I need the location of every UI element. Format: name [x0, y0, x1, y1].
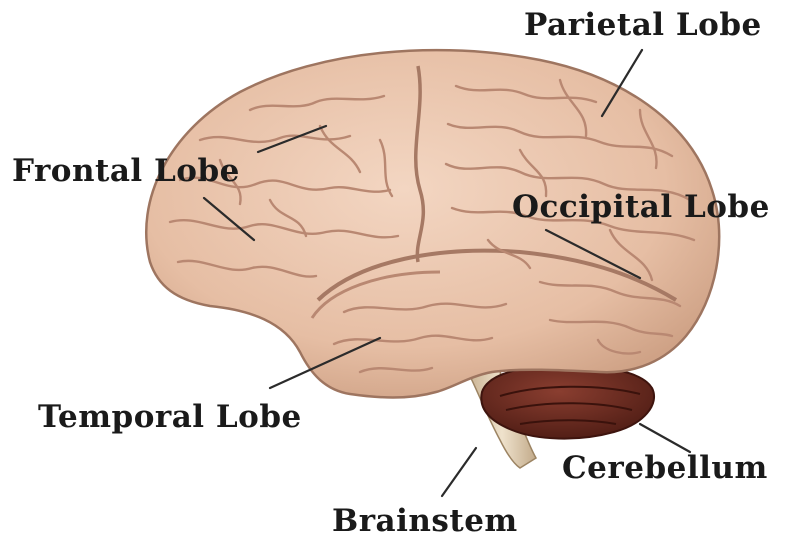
leader-brainstem [442, 448, 476, 496]
leader-cerebellum [640, 424, 690, 452]
label-occipital-lobe: Occipital Lobe [512, 192, 770, 223]
label-parietal-lobe: Parietal Lobe [524, 10, 762, 41]
label-frontal-lobe: Frontal Lobe [12, 156, 240, 187]
label-cerebellum: Cerebellum [562, 453, 768, 484]
label-temporal-lobe: Temporal Lobe [38, 402, 302, 433]
label-brainstem: Brainstem [332, 506, 518, 537]
